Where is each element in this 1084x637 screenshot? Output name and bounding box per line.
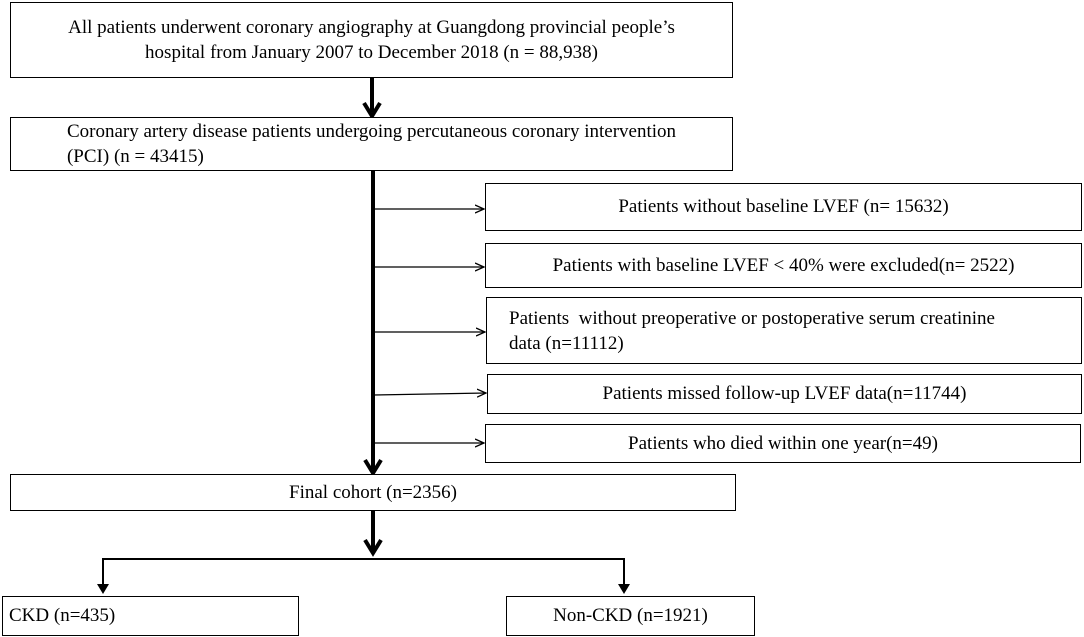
box-excl-no-creatinine: Patients without preoperative or postope…	[486, 297, 1082, 364]
box-all-patients: All patients underwent coronary angiogra…	[10, 2, 733, 78]
box-pci-line1: Coronary artery disease patients undergo…	[66, 121, 677, 142]
box-excl-no-creatinine-line1: Patients without preoperative or postope…	[509, 307, 995, 329]
box-all-patients-line2: hospital from January 2007 to December 2…	[145, 42, 598, 63]
box-final-cohort-label: Final cohort (n=2356)	[289, 481, 457, 503]
box-excl-no-lvef-label: Patients without baseline LVEF (n= 15632…	[618, 196, 949, 217]
arrow-to-ckd	[97, 559, 109, 594]
box-ckd: CKD (n=435)	[2, 596, 299, 636]
box-excl-died-label: Patients who died within one year(n=49)	[628, 432, 938, 454]
box-pci-line2: (PCI) (n = 43415)	[66, 146, 204, 167]
arrow-final-to-split	[363, 511, 383, 557]
box-non-ckd: Non-CKD (n=1921)	[506, 596, 755, 636]
box-all-patients-line1: All patients underwent coronary angiogra…	[68, 17, 675, 38]
arrow-excl-missed-followup	[372, 393, 486, 395]
box-non-ckd-label: Non-CKD (n=1921)	[553, 605, 708, 626]
box-excl-low-lvef-label: Patients with baseline LVEF < 40% were e…	[552, 254, 1015, 276]
arrow-to-non-ckd	[618, 559, 630, 594]
arrow-all-to-pci	[362, 78, 382, 120]
box-excl-died: Patients who died within one year(n=49)	[485, 424, 1081, 463]
box-excl-missed-followup: Patients missed follow-up LVEF data(n=11…	[487, 374, 1082, 414]
box-final-cohort: Final cohort (n=2356)	[10, 474, 736, 511]
arrow-pci-to-final	[363, 171, 383, 477]
box-excl-no-creatinine-line2: data (n=11112)	[509, 332, 624, 354]
box-ckd-label: CKD (n=435)	[9, 605, 116, 626]
box-excl-missed-followup-label: Patients missed follow-up LVEF data(n=11…	[602, 383, 967, 404]
box-excl-low-lvef: Patients with baseline LVEF < 40% were e…	[485, 243, 1082, 288]
box-pci-patients: Coronary artery disease patients undergo…	[10, 117, 733, 171]
box-excl-no-lvef: Patients without baseline LVEF (n= 15632…	[485, 183, 1082, 231]
